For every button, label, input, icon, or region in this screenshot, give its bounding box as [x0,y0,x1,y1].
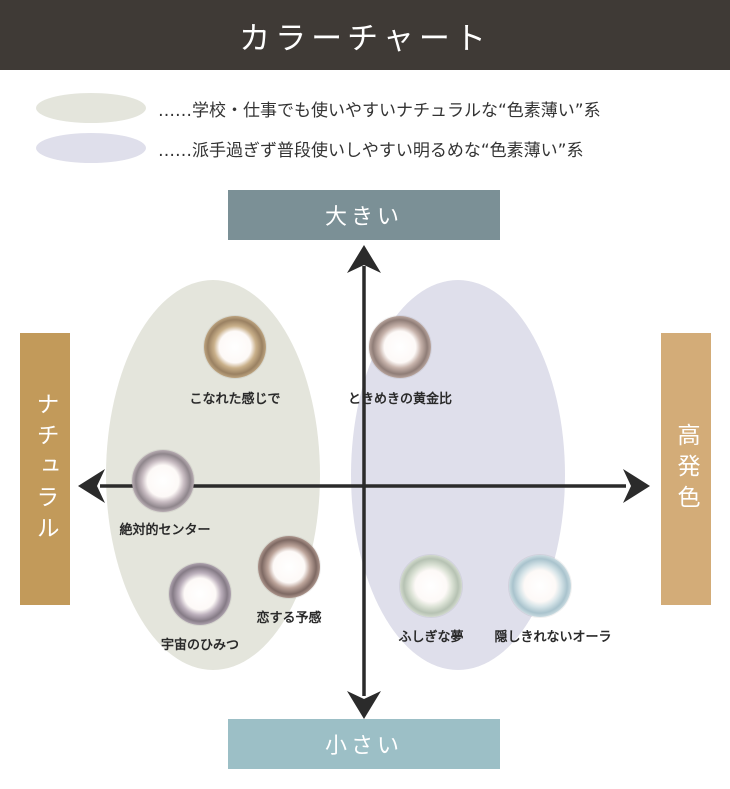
lens-image [400,555,462,617]
legend-item-natural: ……学校・仕事でも使いやすいナチュラルな“色素薄い”系 [36,93,601,123]
down-arrow-icon [347,691,381,719]
chart-header: カラーチャート [0,0,730,70]
axis-label-small: 小さい [228,719,500,769]
axis-label-vivid: 高発色 [661,333,711,605]
lens-label: こなれた感じで [189,392,281,407]
lens-image [509,555,571,617]
right-arrow-icon [623,469,650,503]
left-arrow-icon [78,469,105,503]
legend-swatch-natural [36,93,146,123]
lens-image [204,316,266,378]
lens-label: 宇宙のひみつ [160,638,240,653]
lens-label: 恋する予感 [256,611,322,626]
up-arrow-icon [347,245,381,273]
lens-image [169,563,231,625]
legend-text-bright: ……派手過ぎず普段使いしやすい明るめな“色素薄い”系 [158,140,584,161]
lens-image [369,316,431,378]
legend-text-natural: ……学校・仕事でも使いやすいナチュラルな“色素薄い”系 [158,100,601,121]
lens-label: 隠しきれないオーラ [494,630,612,645]
legend-swatch-bright [36,133,146,163]
vertical-axis [347,245,381,719]
legend-item-bright: ……派手過ぎず普段使いしやすい明るめな“色素薄い”系 [36,133,583,163]
lens-label: ときめきの黄金比 [347,392,453,407]
lens-image [258,536,320,598]
axis-label-large: 大きい [228,190,500,240]
page-title: カラーチャート [239,20,491,57]
axis-label-natural: ナチュラル [20,333,70,605]
lens-image [132,450,194,512]
lens-label: 絶対的センター [119,523,211,538]
lens-label: ふしぎな夢 [398,630,464,645]
